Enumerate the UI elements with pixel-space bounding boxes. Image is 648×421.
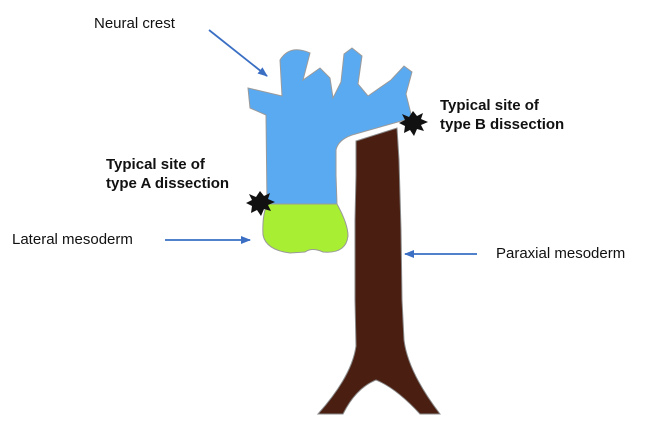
label-line: Typical site of bbox=[440, 97, 564, 116]
label-neural-crest: Neural crest bbox=[94, 15, 175, 34]
label-type-a-dissection: Typical site of type A dissection bbox=[106, 156, 229, 194]
label-line: type A dissection bbox=[106, 175, 229, 194]
label-type-b-dissection: Typical site of type B dissection bbox=[440, 97, 564, 135]
dissection-burst-icon bbox=[399, 111, 428, 136]
label-lateral-mesoderm: Lateral mesoderm bbox=[12, 231, 133, 250]
lateral-mesoderm-shape bbox=[263, 204, 348, 253]
label-line: type B dissection bbox=[440, 116, 564, 135]
label-paraxial-mesoderm: Paraxial mesoderm bbox=[496, 245, 625, 264]
label-line: Typical site of bbox=[106, 156, 229, 175]
arrow-icon bbox=[209, 30, 267, 76]
